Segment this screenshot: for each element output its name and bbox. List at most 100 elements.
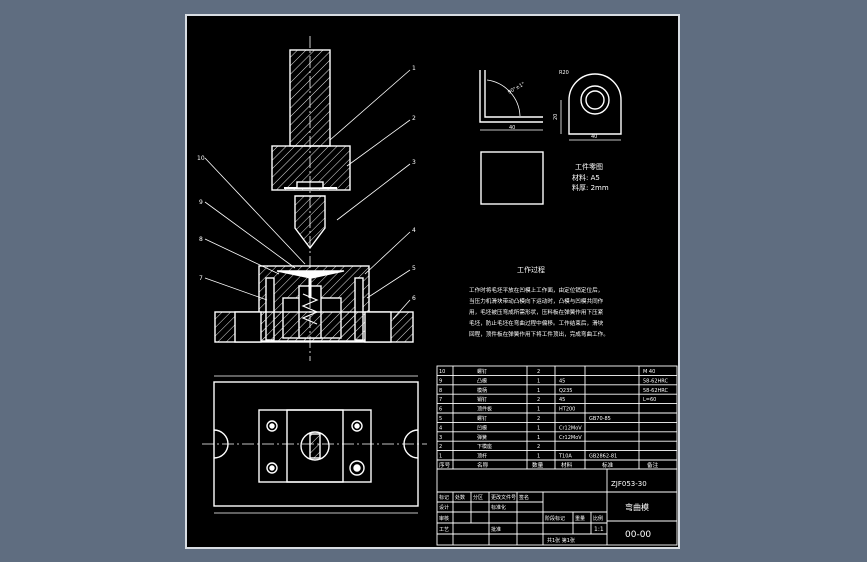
tb-design: 设计 — [439, 504, 449, 511]
bom-header-no: 序号 — [439, 461, 451, 469]
callout: 6 — [412, 295, 416, 302]
process-line: 毛坯，防止毛坯在弯曲过程中偏移。工作结束后，滑块 — [469, 319, 604, 327]
callout: 10 — [197, 155, 205, 162]
bom-cell-no: 8 — [439, 388, 442, 394]
bom-cell-mat: 45 — [559, 378, 565, 384]
process-line: 当压力机滑块带动凸模向下运动时，凸模与凹模共同作 — [469, 297, 604, 305]
doc-number: ZJF053-30 — [611, 480, 647, 488]
front-section-view — [214, 36, 414, 361]
bom-cell-qty: 1 — [537, 388, 540, 394]
tb-sheets: 共1张 第1张 — [547, 537, 575, 544]
part-material: 材料: A5 — [572, 173, 600, 182]
bom-cell-qty: 1 — [537, 435, 540, 441]
tb-zone: 分区 — [473, 494, 483, 501]
bom-cell-no: 6 — [439, 407, 442, 413]
tb-audit: 审核 — [439, 515, 449, 522]
callout: 4 — [412, 227, 416, 234]
bom-header-mat: 材料 — [561, 461, 573, 469]
bom-cell-no: 10 — [439, 369, 445, 375]
cad-drawing: 1 2 3 4 5 6 7 8 9 10 — [197, 36, 678, 546]
process-line: 用，毛坯被压弯成所需形状，压料板在弹簧作用下压紧 — [469, 308, 604, 316]
bom-cell-name: 螺钉 — [477, 415, 487, 422]
tb-sign: 签名 — [519, 494, 529, 501]
process-line: 回程，顶件板在弹簧作用下将工件顶出，完成弯曲工作。 — [469, 330, 609, 338]
bom-cell-name: 顶件板 — [477, 406, 492, 413]
tb-stage: 阶段标记 — [545, 515, 565, 522]
bom-cell-no: 2 — [439, 444, 442, 450]
bom-cell-no: 5 — [439, 416, 442, 422]
top-view — [202, 375, 427, 514]
title-block — [436, 468, 678, 546]
bom-header: 序号 名称 数量 材料 标准 备注 — [439, 461, 659, 469]
bom-cell-name: 凸模 — [477, 377, 487, 384]
callout: 3 — [412, 159, 416, 166]
bom-cell-qty: 2 — [537, 369, 540, 375]
bom-cell-qty: 1 — [537, 407, 540, 413]
bom-cell-name: 顶杆 — [477, 453, 487, 460]
callout: 1 — [412, 65, 416, 72]
bom-cell-name: 弹簧 — [477, 434, 487, 441]
process-heading: 工作过程 — [517, 265, 545, 274]
tb-mark: 标记 — [439, 494, 449, 501]
tb-change: 更改文件号 — [491, 494, 516, 501]
part-title: 工件零图 — [575, 162, 603, 171]
bom-cell-name: 销钉 — [477, 396, 487, 403]
bom-cell-mat: T10A — [558, 454, 572, 460]
dim-width: 40 — [509, 125, 515, 131]
bom-header-name: 名称 — [477, 461, 489, 469]
bom-cell-qty: 2 — [537, 397, 540, 403]
tb-ratio: 比例 — [593, 515, 603, 522]
part-name: 弯曲模 — [625, 502, 649, 512]
bom-cell-note: 58-62HRC — [643, 378, 669, 384]
tb-scale: 1:1 — [594, 526, 604, 533]
callout: 2 — [412, 115, 416, 122]
bom-table — [436, 365, 678, 470]
bom-cell-no: 4 — [439, 425, 442, 431]
bom-cell-no: 3 — [439, 435, 442, 441]
bom-cell-name: 模柄 — [477, 387, 487, 394]
bom-cell-note: L=60 — [643, 397, 656, 403]
bom-cell-qty: 1 — [537, 378, 540, 384]
bom-cell-std: GB2862-81 — [589, 454, 617, 460]
bom-cell-mat: Cr12MoV — [559, 435, 582, 441]
bom-cell-mat: 45 — [559, 397, 565, 403]
process-text: 工作时将毛坯平放在凹模上工作面，由定位销定位后， 当压力机滑块带动凸模向下运动时… — [469, 286, 609, 338]
dim-radius: R20 — [559, 70, 569, 76]
bom-cell-no: 1 — [439, 454, 442, 460]
bom-cell-mat: HT200 — [559, 407, 575, 413]
dim-angle: 90°±1° — [507, 81, 527, 96]
bom-cell-note: 58-62HRC — [643, 388, 669, 394]
bom-cell-qty: 1 — [537, 425, 540, 431]
bom-cell-no: 7 — [439, 397, 442, 403]
callouts: 1 2 3 4 5 6 7 8 9 10 — [197, 65, 416, 302]
tb-approve: 批准 — [491, 526, 501, 533]
bom-cell-std: GB70-85 — [589, 416, 611, 422]
process-line: 工作时将毛坯平放在凹模上工作面，由定位销定位后， — [469, 286, 603, 294]
callout: 7 — [199, 275, 203, 282]
bom-cell-name: 螺钉 — [477, 368, 487, 375]
bom-cell-name: 凹模 — [477, 424, 487, 431]
bom-cell-name: 下模座 — [477, 443, 492, 450]
tb-process: 工艺 — [439, 527, 449, 533]
bom-cell-qty: 1 — [537, 454, 540, 460]
callout: 9 — [199, 199, 203, 206]
bom-cell-mat: Q235 — [559, 388, 572, 394]
bom-header-qty: 数量 — [532, 461, 544, 469]
leader-lines — [204, 69, 411, 320]
tb-count: 处数 — [455, 494, 465, 501]
callout: 8 — [199, 236, 203, 243]
drawing-sheet: 1 2 3 4 5 6 7 8 9 10 — [185, 14, 680, 549]
title-block-labels: 标记 处数 分区 更改文件号 签名 设计 标准化 审核 工艺 批准 阶段标记 重… — [439, 494, 604, 544]
tb-weight: 重量 — [575, 515, 585, 522]
drawing-number: 00-00 — [625, 530, 651, 540]
part-drawing — [479, 70, 622, 205]
bom-cell-qty: 2 — [537, 444, 540, 450]
bom-cell-note: M 40 — [643, 369, 655, 375]
bom-cell-mat: Cr12MoV — [559, 425, 582, 431]
dim-height: 20 — [553, 114, 559, 120]
part-thickness: 料厚: 2mm — [572, 183, 609, 192]
tb-std: 标准化 — [491, 504, 506, 511]
bom-header-note: 备注 — [647, 461, 659, 469]
callout: 5 — [412, 265, 416, 272]
